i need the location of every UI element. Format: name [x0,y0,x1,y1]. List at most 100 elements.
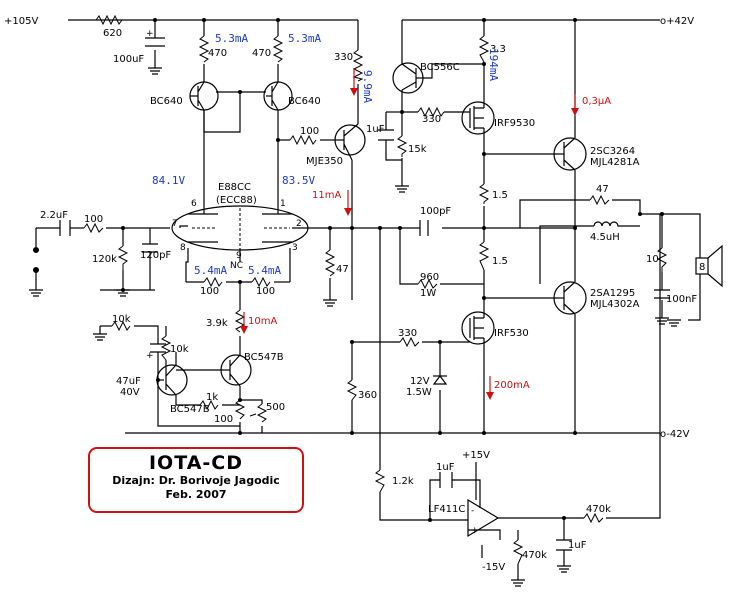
svg-text:200mA: 200mA [494,380,530,391]
svg-text:MJL4281A: MJL4281A [590,157,640,168]
transistors [156,62,587,396]
design-title: IOTA-CD [148,452,243,474]
svg-text:120pF: 120pF [140,250,171,261]
svg-text:11mA: 11mA [312,190,341,201]
svg-text:470: 470 [208,48,227,59]
svg-text:100: 100 [300,126,319,137]
svg-text:360: 360 [358,390,377,401]
title-block: IOTA-CD Dizajn: Dr. Borivoje Jagodic Feb… [88,447,304,513]
svg-text:IRF9530: IRF9530 [494,118,535,129]
resistors [83,14,668,565]
svg-text:MJE350: MJE350 [306,156,343,167]
svg-text:100nF: 100nF [666,294,697,305]
svg-text:10k: 10k [170,344,189,355]
svg-text:47: 47 [596,184,609,195]
svg-text:2: 2 [296,219,302,229]
svg-text:MJL4302A: MJL4302A [590,299,640,310]
speaker [695,244,723,288]
svg-text:100: 100 [256,286,275,297]
svg-text:1.2k: 1.2k [392,476,414,487]
svg-text:330: 330 [334,52,353,63]
svg-text:1.5W: 1.5W [406,387,432,398]
inductor-coil [593,221,620,227]
svg-text:1.5: 1.5 [492,190,508,201]
svg-text:960: 960 [420,272,439,283]
design-date: Feb. 2007 [165,488,227,501]
svg-text:NC: NC [230,261,243,271]
svg-text:+: + [146,351,154,361]
svg-text:7: 7 [172,219,178,229]
svg-text:3: 3 [292,243,298,253]
blue-annotations: 5.3mA 5.3mA 84.1V 83.5V 5.4mA 5.4mA 9.9m… [152,32,500,277]
svg-text:1uF: 1uF [436,462,455,473]
svg-text:4.5uH: 4.5uH [590,232,620,243]
svg-text:100: 100 [84,214,103,225]
svg-text:470k: 470k [522,550,547,561]
zener-diode [432,375,448,385]
svg-text:3.3: 3.3 [490,44,506,55]
svg-text:83.5V: 83.5V [282,174,315,187]
svg-text:BC640: BC640 [150,96,183,107]
svg-text:2SA1295: 2SA1295 [590,288,635,299]
svg-text:9: 9 [236,251,242,261]
svg-text:E88CC: E88CC [218,182,251,193]
svg-text:5.3mA: 5.3mA [288,32,321,45]
svg-text:+: + [471,526,479,536]
svg-text:BC547B: BC547B [170,404,210,415]
svg-text:1uF: 1uF [568,540,587,551]
component-labels: 620 100uF 470 470 BC640 BC640 330 100 MJ… [40,28,705,561]
opamp: - + [467,498,500,538]
ground-symbols [29,67,681,587]
svg-text:(ECC88): (ECC88) [216,195,257,206]
svg-text:10mA: 10mA [248,316,277,327]
designer-credit: Dizajn: Dr. Borivoje Jagodic [112,474,280,487]
svg-text:5.4mA: 5.4mA [248,264,281,277]
svg-text:47uF: 47uF [116,376,141,387]
rail-neg42: o-42V [660,429,690,440]
svg-text:100: 100 [200,286,219,297]
svg-text:47: 47 [336,264,349,275]
svg-text:5.4mA: 5.4mA [194,264,227,277]
svg-text:BC640: BC640 [288,96,321,107]
svg-text:100pF: 100pF [420,206,451,217]
current-arrows [240,68,579,400]
rail-pos15: +15V [462,450,490,461]
svg-text:1W: 1W [420,288,436,299]
svg-text:84.1V: 84.1V [152,174,185,187]
svg-text:1: 1 [280,199,286,209]
svg-text:8: 8 [699,262,705,273]
svg-text:8: 8 [180,243,186,253]
red-annotations: 0,3µA 11mA 10mA 200mA [248,96,611,391]
svg-text:5.3mA: 5.3mA [215,32,248,45]
svg-text:2.2uF: 2.2uF [40,210,68,221]
svg-text:2SC3264: 2SC3264 [590,146,635,157]
capacitors: + + [59,29,670,551]
svg-text:9.9mA: 9.9mA [361,70,374,103]
svg-text:470: 470 [252,48,271,59]
rail-pos42: o+42V [660,16,694,27]
svg-text:15k: 15k [408,144,427,155]
svg-text:330: 330 [398,328,417,339]
svg-text:3.9k: 3.9k [206,318,228,329]
svg-text:BC547B: BC547B [244,352,284,363]
svg-text:10: 10 [646,254,659,265]
rail-pos105: +105V [4,16,38,27]
svg-text:IRF530: IRF530 [494,328,529,339]
svg-text:LF411C: LF411C [428,504,465,515]
svg-text:0,3µA: 0,3µA [582,96,611,107]
svg-text:10k: 10k [112,314,131,325]
svg-text:12V: 12V [410,376,430,387]
svg-text:1uF: 1uF [366,124,385,135]
svg-text:194mA: 194mA [487,48,500,81]
svg-text:100: 100 [214,414,233,425]
svg-text:330: 330 [422,114,441,125]
svg-text:1.5: 1.5 [492,256,508,267]
rail-neg15: -15V [482,562,505,573]
svg-text:100uF: 100uF [113,54,144,65]
svg-text:620: 620 [103,28,122,39]
svg-text:BC556C: BC556C [420,62,460,73]
svg-text:40V: 40V [120,387,140,398]
svg-text:120k: 120k [92,254,117,265]
svg-text:+: + [146,29,154,39]
